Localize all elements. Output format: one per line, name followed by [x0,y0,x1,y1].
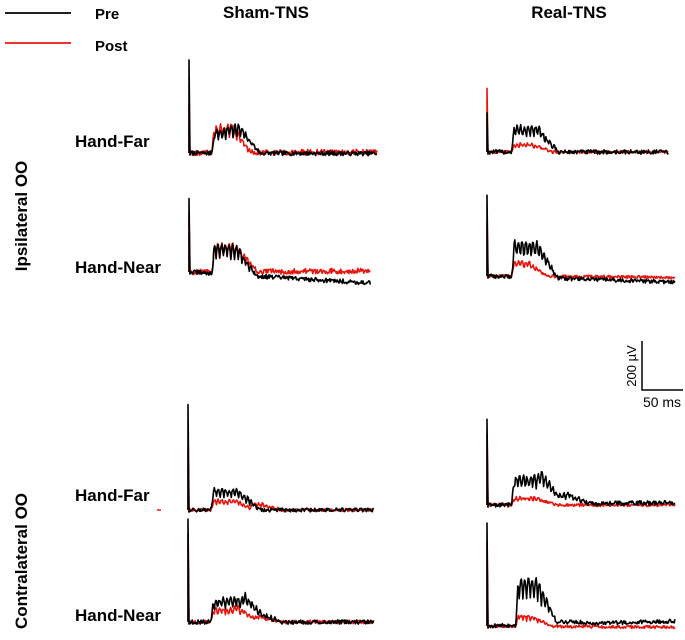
column-title-real: Real-TNS [531,3,607,22]
legend-label-pre: Pre [95,6,119,23]
trace-ipsilateral-hand-far-real-tns-pre [486,112,669,155]
trace-ipsilateral-hand-near-sham-tns-post [188,212,371,276]
scale-bar-time-label: 50 ms [643,394,681,410]
legend-label-post: Post [95,38,128,55]
trace-contralateral-hand-far-sham-tns-pre [187,403,375,513]
scale-bar-lines [641,341,683,391]
scale-bar-amplitude-label: 200 µV [624,345,639,387]
column-title-sham: Sham-TNS [223,3,309,22]
traces [187,59,676,630]
trace-contralateral-hand-near-sham-tns-pre [187,518,375,625]
row-label-ipsi-hand-far: Hand-Far [75,132,150,151]
trace-ipsilateral-hand-near-sham-tns-pre [188,197,372,286]
trace-contralateral-hand-far-real-tns-pre [486,418,676,508]
trace-ipsilateral-hand-far-sham-tns-pre [188,59,378,157]
row-label-contra-hand-near: Hand-Near [75,606,161,625]
trace-contralateral-hand-far-sham-tns-post [187,447,375,513]
trace-ipsilateral-hand-near-real-tns-pre [486,194,676,285]
trace-contralateral-hand-far-real-tns-post [486,433,676,508]
group-title-contralateral: Contralateral OO [12,493,31,629]
scale-bar: 200 µV 50 ms [624,341,683,410]
trace-ipsilateral-hand-near-real-tns-post [486,221,676,280]
trace-ipsilateral-hand-far-real-tns-post [486,87,669,155]
legend: Pre Post [5,6,128,55]
trace-contralateral-hand-near-real-tns-post [486,541,676,630]
row-label-ipsi-hand-near: Hand-Near [75,258,161,277]
trace-contralateral-hand-near-sham-tns-post [187,532,375,625]
trace-contralateral-hand-near-real-tns-pre [486,522,676,629]
row-label-contra-hand-far: Hand-Far [75,486,150,505]
group-title-ipsilateral: Ipsilateral OO [12,161,31,272]
